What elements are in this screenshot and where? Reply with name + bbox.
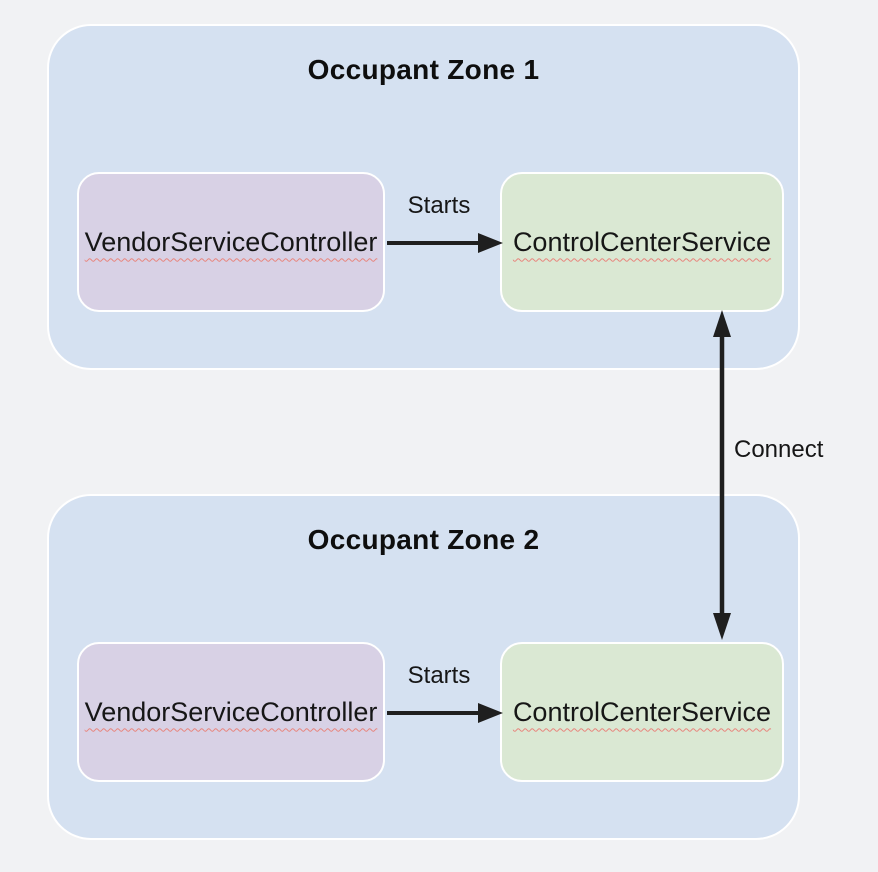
zone-title: Occupant Zone 1 [307, 54, 540, 85]
zone-title: Occupant Zone 2 [307, 524, 540, 555]
starts-arrow-label: Starts [407, 192, 471, 219]
zone-occupant-zone-2: Occupant Zone 2 VendorServiceController … [47, 494, 800, 840]
right-arrow-icon [387, 703, 503, 723]
zone-occupant-zone-1: Occupant Zone 1 VendorServiceController … [47, 24, 800, 370]
right-arrow-icon [387, 233, 503, 253]
vendor-service-controller-box: VendorServiceController [77, 642, 385, 782]
starts-arrow-label: Starts [407, 662, 471, 689]
connect-arrow-label: Connect [734, 436, 824, 463]
service-box-label: ControlCenterService [512, 696, 772, 727]
vendor-box-label: VendorServiceController [84, 696, 378, 727]
service-box-label: ControlCenterService [512, 226, 772, 257]
control-center-service-box: ControlCenterService [500, 172, 784, 312]
vendor-box-label: VendorServiceController [84, 226, 378, 257]
double-arrow-icon [713, 310, 731, 640]
vendor-service-controller-box: VendorServiceController [77, 172, 385, 312]
control-center-service-box: ControlCenterService [500, 642, 784, 782]
